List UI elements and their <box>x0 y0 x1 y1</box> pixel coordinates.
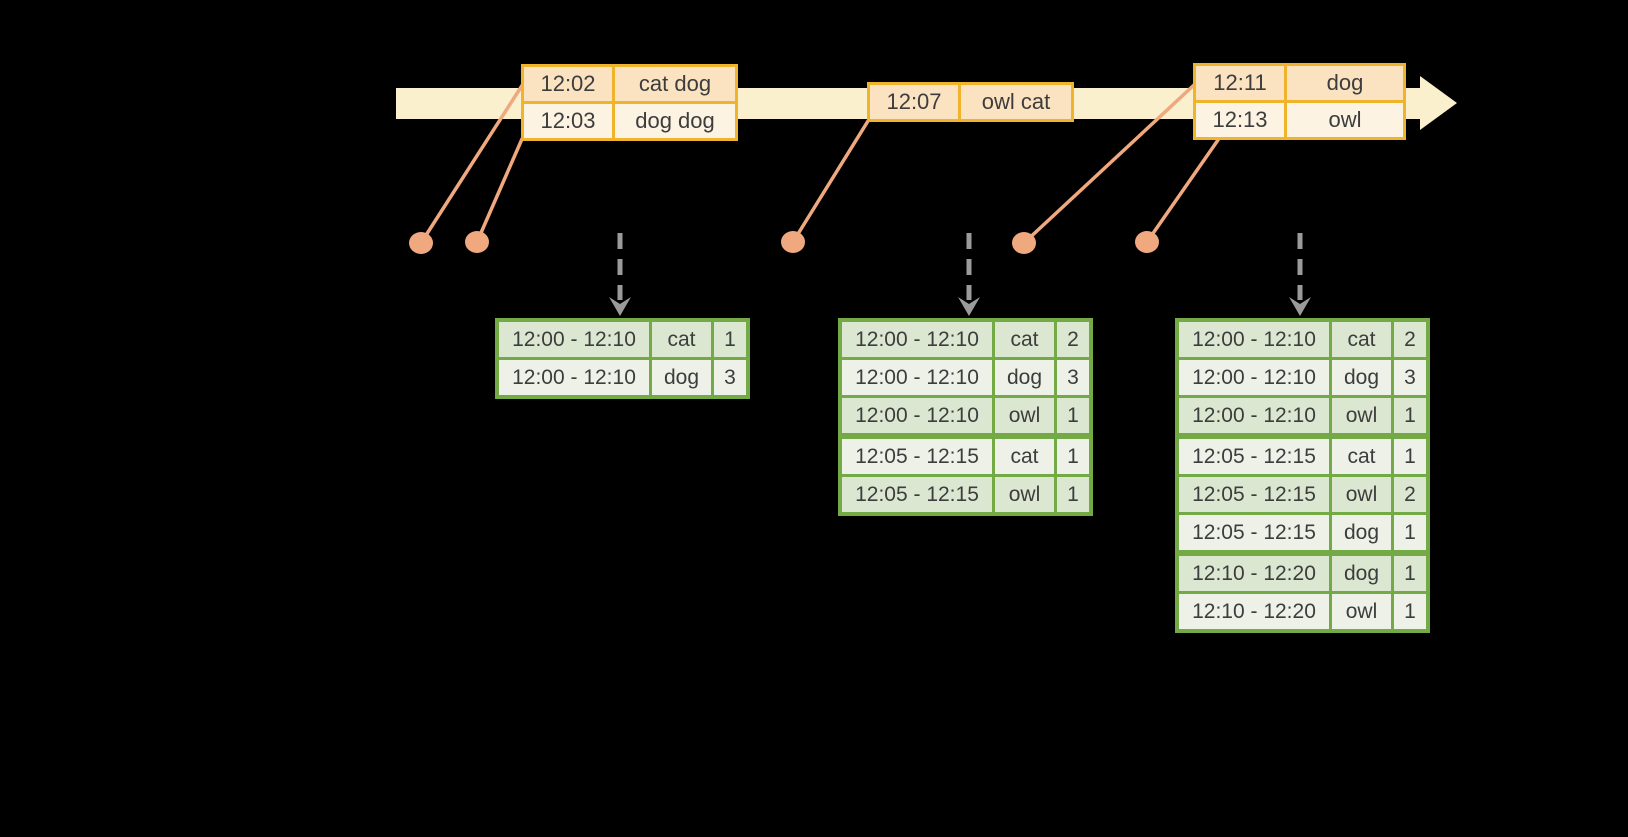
result-count-cell: 2 <box>1391 318 1430 360</box>
result-window-cell: 12:00 - 12:10 <box>838 357 995 398</box>
event-time-cell: 12:03 <box>521 101 615 141</box>
result-window-cell: 12:05 - 12:15 <box>838 474 995 516</box>
result-window-cell: 12:00 - 12:10 <box>495 318 652 360</box>
trigger-arrowhead-icon <box>1289 297 1311 316</box>
result-window-cell: 12:05 - 12:15 <box>1175 512 1332 556</box>
event-table-2: 12:07 owl cat <box>867 82 1074 122</box>
connector-line <box>1145 138 1220 244</box>
result-count-cell: 3 <box>1054 357 1093 398</box>
event-dot <box>1135 231 1159 253</box>
result-window-cell: 12:05 - 12:15 <box>838 434 995 477</box>
result-count-cell: 3 <box>711 357 750 399</box>
result-window-cell: 12:00 - 12:10 <box>1175 357 1332 398</box>
event-words-cell: dog dog <box>612 101 738 141</box>
result-window-cell: 12:05 - 12:15 <box>1175 474 1332 515</box>
connector-line <box>1022 83 1196 245</box>
event-dot <box>1012 232 1036 254</box>
event-time-cell: 12:13 <box>1193 100 1287 140</box>
result-word-cell: cat <box>1329 434 1394 477</box>
result-window-cell: 12:00 - 12:10 <box>495 357 652 399</box>
result-word-cell: dog <box>649 357 714 399</box>
result-count-cell: 1 <box>1391 512 1430 556</box>
result-count-cell: 2 <box>1391 474 1430 515</box>
result-window-cell: 12:05 - 12:15 <box>1175 434 1332 477</box>
result-word-cell: cat <box>1329 318 1394 360</box>
event-dot <box>465 231 489 253</box>
result-window-cell: 12:00 - 12:10 <box>1175 318 1332 360</box>
connector-line <box>475 137 524 244</box>
result-window-cell: 12:00 - 12:10 <box>838 395 995 439</box>
event-words-cell: dog <box>1284 63 1406 103</box>
result-word-cell: dog <box>1329 551 1394 594</box>
event-time-cell: 12:11 <box>1193 63 1287 103</box>
result-word-cell: owl <box>1329 591 1394 633</box>
result-window-cell: 12:10 - 12:20 <box>1175 551 1332 594</box>
result-word-cell: owl <box>992 474 1057 516</box>
result-count-cell: 2 <box>1054 318 1093 360</box>
result-count-cell: 3 <box>1391 357 1430 398</box>
event-time-cell: 12:07 <box>867 82 961 122</box>
result-table-1: 12:00 - 12:10 cat 1 12:00 - 12:10 dog 3 <box>495 318 750 399</box>
result-word-cell: cat <box>992 434 1057 477</box>
result-table-2: 12:00 - 12:10 cat 2 12:00 - 12:10 dog 3 … <box>838 318 1093 516</box>
event-time-cell: 12:02 <box>521 64 615 104</box>
result-word-cell: owl <box>1329 474 1394 515</box>
event-table-3: 12:11 dog 12:13 owl <box>1193 63 1406 140</box>
event-dot <box>781 231 805 253</box>
connector-line <box>419 82 525 245</box>
result-count-cell: 1 <box>711 318 750 360</box>
event-words-cell: cat dog <box>612 64 738 104</box>
result-window-cell: 12:00 - 12:10 <box>1175 395 1332 439</box>
event-words-cell: owl <box>1284 100 1406 140</box>
result-count-cell: 1 <box>1054 395 1093 439</box>
event-words-cell: owl cat <box>958 82 1074 122</box>
timeline-arrowhead-icon <box>1420 76 1457 130</box>
result-word-cell: owl <box>992 395 1057 439</box>
result-count-cell: 1 <box>1391 591 1430 633</box>
result-window-cell: 12:10 - 12:20 <box>1175 591 1332 633</box>
event-table-1: 12:02 cat dog 12:03 dog dog <box>521 64 738 141</box>
result-window-cell: 12:00 - 12:10 <box>838 318 995 360</box>
result-word-cell: dog <box>992 357 1057 398</box>
result-count-cell: 1 <box>1054 434 1093 477</box>
result-word-cell: dog <box>1329 512 1394 556</box>
result-word-cell: cat <box>992 318 1057 360</box>
result-word-cell: cat <box>649 318 714 360</box>
event-dot <box>409 232 433 254</box>
connector-line <box>791 119 870 244</box>
result-count-cell: 1 <box>1391 434 1430 477</box>
trigger-arrowhead-icon <box>609 297 631 316</box>
result-count-cell: 1 <box>1391 551 1430 594</box>
trigger-arrowhead-icon <box>958 297 980 316</box>
result-count-cell: 1 <box>1391 395 1430 439</box>
result-word-cell: dog <box>1329 357 1394 398</box>
result-table-3: 12:00 - 12:10 cat 2 12:00 - 12:10 dog 3 … <box>1175 318 1430 633</box>
result-word-cell: owl <box>1329 395 1394 439</box>
result-count-cell: 1 <box>1054 474 1093 516</box>
